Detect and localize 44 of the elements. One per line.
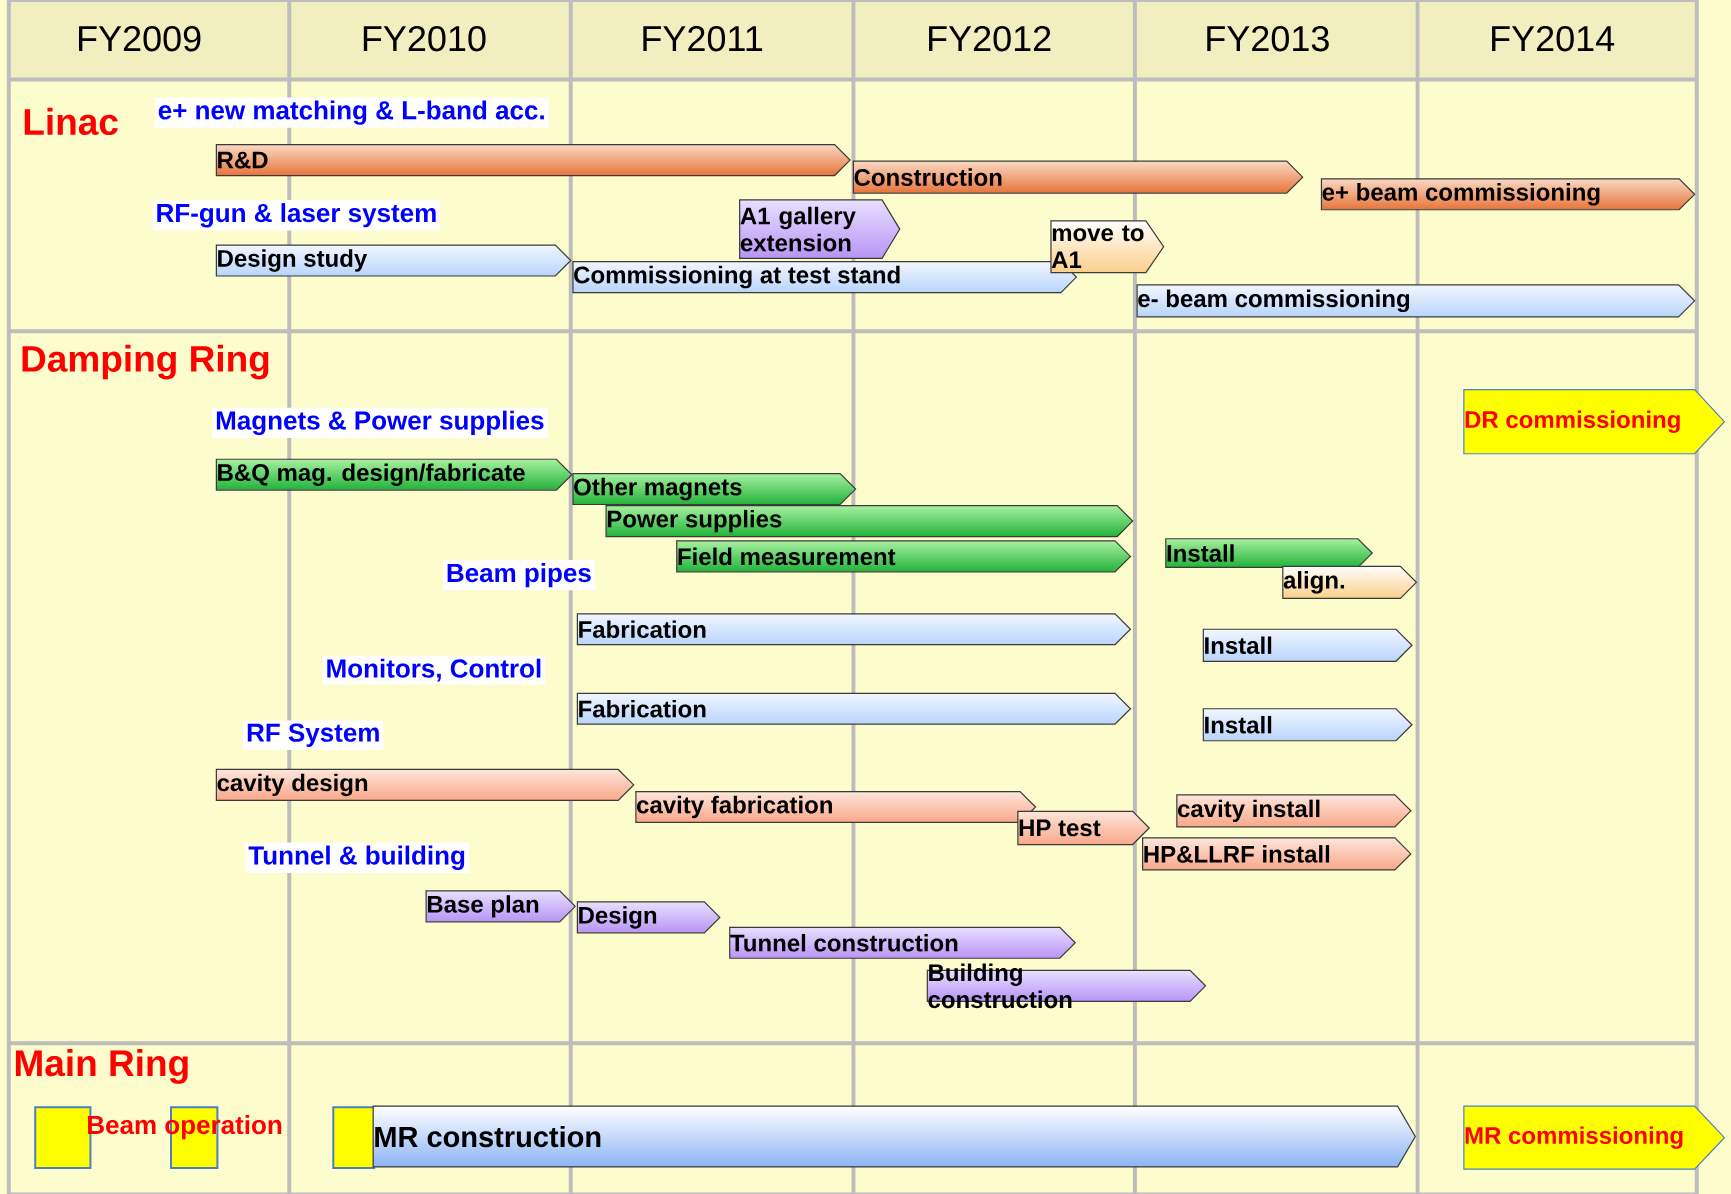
group-heading: Beam pipes	[442, 560, 595, 591]
task-bar: Field measurement	[676, 540, 1132, 573]
section-title: Linac	[24, 107, 118, 135]
year-header: FY2011	[643, 25, 763, 52]
task-bar: MR construction	[372, 1105, 1416, 1168]
year-header: FY2014	[1492, 25, 1615, 52]
task-bar: Install	[1202, 708, 1413, 742]
task-bar: MR commissioning	[1463, 1105, 1726, 1170]
task-bar: Power supplies	[605, 505, 1134, 538]
task-bar: HP test	[1017, 810, 1151, 846]
task-bar: Fabrication	[576, 613, 1132, 646]
task-bar: B&Q mag. design/fabricate	[215, 458, 573, 491]
task-bar: cavity install	[1176, 794, 1412, 828]
group-heading: Tunnel & building	[245, 842, 469, 873]
task-bar: HP&LLRF install	[1142, 837, 1412, 871]
group-heading: RF-gun & laser system	[152, 200, 441, 231]
task-bar: Design	[576, 901, 721, 934]
task-bar: Install	[1202, 628, 1413, 662]
year-header: FY2013	[1207, 25, 1329, 52]
section-title: Damping Ring	[22, 344, 269, 380]
year-header: FY2009	[79, 25, 201, 52]
group-heading: e+ new matching & L-band acc.	[154, 97, 549, 128]
group-heading: RF System	[243, 720, 384, 750]
task-bar: Tunnel construction	[729, 926, 1077, 959]
task-bar: Other magnets	[572, 473, 857, 506]
task-bar: A1 gallery extension	[739, 199, 901, 259]
task-bar: Construction	[852, 160, 1304, 194]
task-bar: e- beam commissioning	[1136, 284, 1696, 318]
task-bar: R&D	[215, 144, 851, 177]
task-bar: Base plan	[425, 890, 576, 923]
square-marker	[332, 1106, 376, 1169]
section-title: Main Ring	[15, 1049, 188, 1084]
group-heading: Monitors, Control	[322, 655, 546, 685]
year-header: FY2010	[363, 25, 486, 52]
task-bar: e+ beam commissioning	[1320, 178, 1696, 211]
task-bar: DR commissioning	[1463, 389, 1726, 455]
task-bar: Design study	[215, 244, 572, 277]
task-bar: align.	[1282, 565, 1418, 599]
year-header: FY2012	[929, 25, 1051, 52]
task-bar: cavity design	[215, 768, 635, 801]
task-bar: Install	[1165, 538, 1374, 569]
group-heading: Magnets & Power supplies	[212, 407, 548, 438]
task-bar: move to A1	[1050, 220, 1165, 274]
task-bar: Fabrication	[576, 692, 1132, 725]
